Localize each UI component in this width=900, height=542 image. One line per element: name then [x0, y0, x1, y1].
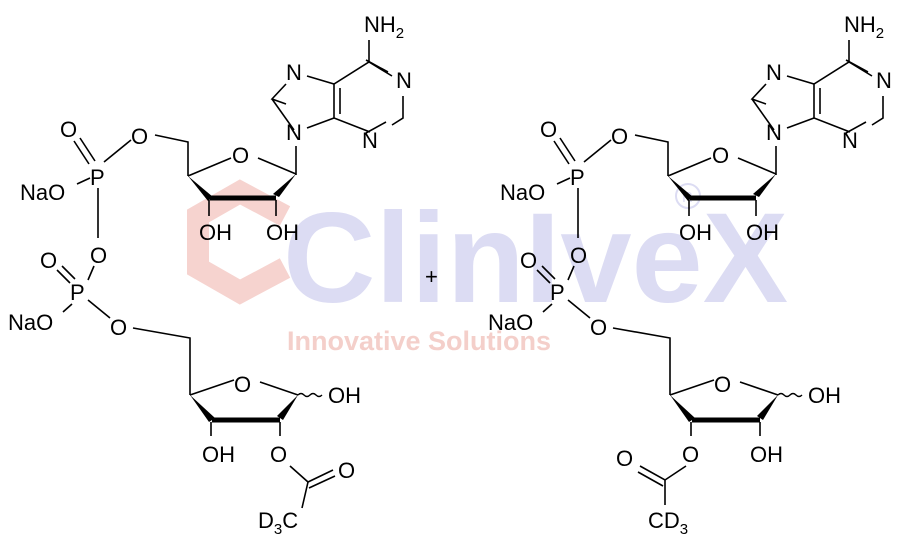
- p-bot-label: P: [70, 280, 85, 305]
- ring-o-top-label: O: [712, 143, 729, 168]
- anomeric-oh-label: OH: [328, 383, 361, 408]
- anomeric-oh-label: OH: [808, 383, 841, 408]
- p-bot-double-o: O: [520, 248, 537, 273]
- cd3-label: CD3: [648, 508, 688, 538]
- ester-o-label: O: [682, 442, 699, 467]
- o5-label: O: [611, 124, 628, 149]
- ring-o-bot-label: O: [714, 372, 731, 397]
- oh-3b-label: OH: [202, 442, 235, 467]
- watermark-tagline: Innovative Solutions: [287, 326, 551, 356]
- nh2-label: NH2: [364, 12, 404, 42]
- p-top-label: P: [90, 165, 105, 190]
- oh-2b-label: OH: [750, 442, 783, 467]
- nh2-label: NH2: [844, 12, 884, 42]
- p-top-label: P: [570, 165, 585, 190]
- p-bot-nao: NaO: [8, 310, 53, 335]
- ring-o-bot-label: O: [234, 372, 251, 397]
- p-top-nao: NaO: [500, 180, 545, 205]
- ester-o-label: O: [270, 442, 287, 467]
- n3-label: N: [842, 128, 858, 153]
- oh-3-label: OH: [679, 220, 712, 245]
- p-top-double-o: O: [540, 117, 557, 142]
- n9-label: N: [286, 120, 302, 145]
- p-bot-nao: NaO: [488, 310, 533, 335]
- n1-label: N: [876, 68, 892, 93]
- p-top-double-o: O: [60, 117, 77, 142]
- o5-label: O: [131, 124, 148, 149]
- n1-label: N: [396, 68, 412, 93]
- carbonyl-o-label: O: [338, 458, 355, 483]
- n3-label: N: [362, 128, 378, 153]
- n9-label: N: [766, 120, 782, 145]
- bridge-o-label: O: [90, 243, 107, 268]
- watermark-letters-lini: ClinIveX: [283, 187, 788, 330]
- n7-label: N: [286, 60, 302, 85]
- ring-o-top-label: O: [232, 143, 249, 168]
- plus-operator: +: [425, 264, 438, 289]
- p-bot-o-label: O: [590, 315, 607, 340]
- p-bot-label: P: [550, 280, 565, 305]
- cd3-label: D3C: [258, 508, 298, 538]
- p-top-nao: NaO: [20, 180, 65, 205]
- p-bot-o-label: O: [110, 315, 127, 340]
- molecule-left: NH2 N N N N O OH OH O P O NaO O O P NaO …: [8, 12, 412, 538]
- oh-2-label: OH: [266, 220, 299, 245]
- molecule-right: NH2 N N N N O OH OH O P O NaO O O P NaO …: [488, 12, 892, 538]
- watermark: ClinIveX Innovative Solutions R: [187, 179, 788, 356]
- carbonyl-o-label: O: [616, 446, 633, 471]
- oh-2-label: OH: [746, 220, 779, 245]
- oh-3-label: OH: [199, 220, 232, 245]
- n7-label: N: [766, 60, 782, 85]
- p-bot-double-o: O: [40, 248, 57, 273]
- bridge-o-label: O: [570, 243, 587, 268]
